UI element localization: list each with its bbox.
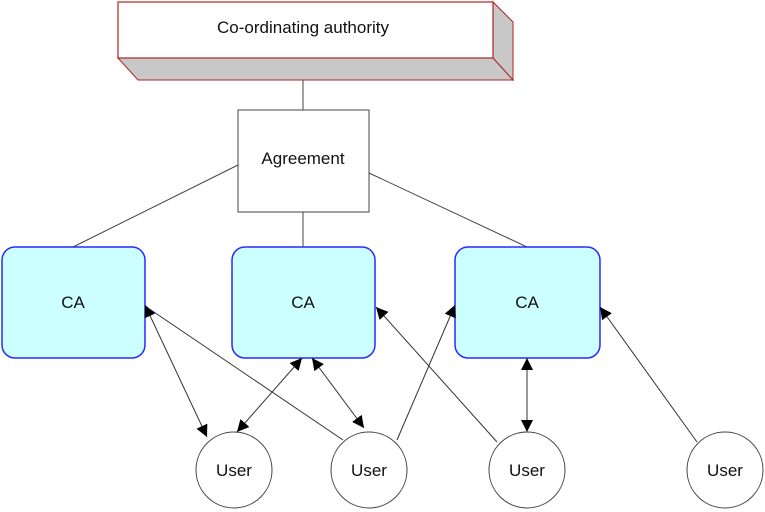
relation-user2-ca1 xyxy=(147,307,344,441)
ca-rect-2 xyxy=(231,246,376,359)
user-node-1: User xyxy=(195,431,273,509)
agreement-ca3-line xyxy=(368,172,528,248)
user-node-2: User xyxy=(330,431,408,509)
user-ca-relations xyxy=(144,304,698,443)
relation-user3-ca2 xyxy=(375,306,498,443)
agreement-rect xyxy=(237,109,370,213)
authority-label: Co-ordinating authority xyxy=(217,18,389,37)
relation-user2-ca3 xyxy=(396,304,456,441)
ca-label-1: CA xyxy=(61,293,85,312)
user-label-4: User xyxy=(707,461,743,480)
user-label-3: User xyxy=(509,461,545,480)
hierarchy-connectors xyxy=(72,80,528,248)
coordinating-authority-box: Co-ordinating authority xyxy=(116,0,515,82)
agreement-box: Agreement xyxy=(237,109,370,213)
agreement-ca1-line xyxy=(72,164,239,248)
user-circle-2 xyxy=(330,431,408,509)
agreement-label: Agreement xyxy=(261,149,344,168)
user-circle-1 xyxy=(195,431,273,509)
user-circle-3 xyxy=(488,431,566,509)
authority-shadow-bottom xyxy=(116,57,515,81)
ca-label-3: CA xyxy=(515,293,539,312)
user-node-4: User xyxy=(686,431,764,509)
ca-label-2: CA xyxy=(291,293,315,312)
user-label-1: User xyxy=(216,461,252,480)
relation-user1-ca2 xyxy=(236,357,303,433)
user-circle-4 xyxy=(686,431,764,509)
user-label-2: User xyxy=(351,461,387,480)
authority-face xyxy=(117,1,494,59)
relation-user2-ca2 xyxy=(311,357,365,429)
ca-box-2: CA xyxy=(231,246,376,359)
ca-rect-1 xyxy=(1,246,146,359)
ca-box-3: CA xyxy=(454,246,601,359)
ca-box-1: CA xyxy=(1,246,146,359)
relation-user1-ca1 xyxy=(144,304,208,438)
user-node-3: User xyxy=(488,431,566,509)
relation-user4-ca3 xyxy=(599,306,698,443)
